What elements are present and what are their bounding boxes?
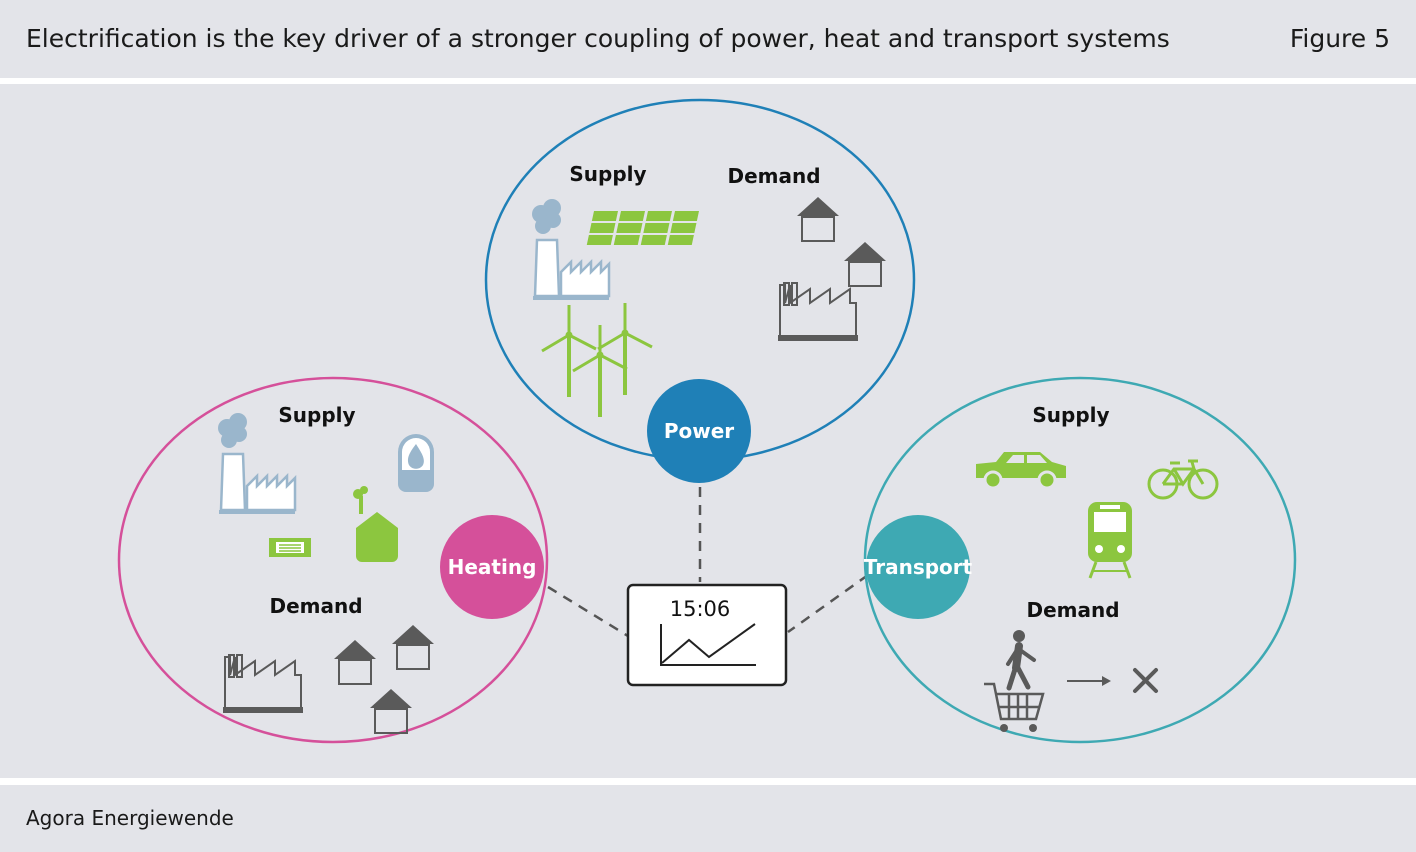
power-hub-label: Power <box>664 419 734 443</box>
power-demand-label: Demand <box>727 164 820 188</box>
transport-supply-label: Supply <box>1032 403 1109 427</box>
house-icon <box>370 689 412 734</box>
heating-hub-label: Heating <box>448 555 537 579</box>
load-monitor-frame <box>626 583 788 687</box>
transport-sector: Supply Demand <box>863 376 1297 744</box>
wind-turbines-icon <box>540 301 654 419</box>
load-monitor: 15:06 <box>626 583 788 687</box>
power-hub <box>647 379 751 483</box>
power-plant-icon <box>216 411 297 516</box>
cross-icon <box>1133 668 1158 693</box>
connector-lines <box>547 487 869 638</box>
pedestrian-icon <box>1006 630 1036 691</box>
gas-boiler-icon <box>398 434 434 492</box>
footer-band <box>0 785 1416 852</box>
car-icon <box>976 452 1066 490</box>
transport-boundary <box>863 376 1297 744</box>
shopping-cart-icon <box>984 682 1045 732</box>
transport-demand-label: Demand <box>1026 598 1119 622</box>
transport-hub-label: Transport <box>864 555 973 579</box>
heat-pump-icon <box>269 538 311 557</box>
house-icon <box>844 242 886 287</box>
biogas-plant-icon <box>353 486 398 562</box>
factory-icon <box>777 282 859 342</box>
figure-number: Figure 5 <box>1289 24 1390 53</box>
heating-hub <box>440 515 544 619</box>
heating-boundary <box>117 376 549 744</box>
heating-supply-label: Supply <box>278 403 355 427</box>
connector-heating <box>547 585 629 638</box>
heating-demand-label: Demand <box>269 594 362 618</box>
transport-hub <box>866 515 970 619</box>
figure-title: Electrification is the key driver of a s… <box>26 24 1170 53</box>
heating-sector: Supply Demand <box>117 376 549 744</box>
connector-transport <box>787 573 869 634</box>
factory-icon <box>222 654 304 714</box>
house-icon <box>797 197 839 242</box>
source-label: Agora Energiewende <box>26 806 234 830</box>
clock-time: 15:06 <box>670 597 731 621</box>
bicycle-icon <box>1147 459 1219 500</box>
power-supply-label: Supply <box>569 162 646 186</box>
power-sector: Supply Demand Power <box>484 98 916 483</box>
load-curve-icon <box>660 623 756 666</box>
house-icon <box>334 640 376 685</box>
header-band <box>0 0 1416 78</box>
solar-panels-icon <box>586 211 699 245</box>
house-icon <box>392 625 434 670</box>
arrow-right-icon <box>1067 676 1111 686</box>
train-icon <box>1088 502 1132 579</box>
